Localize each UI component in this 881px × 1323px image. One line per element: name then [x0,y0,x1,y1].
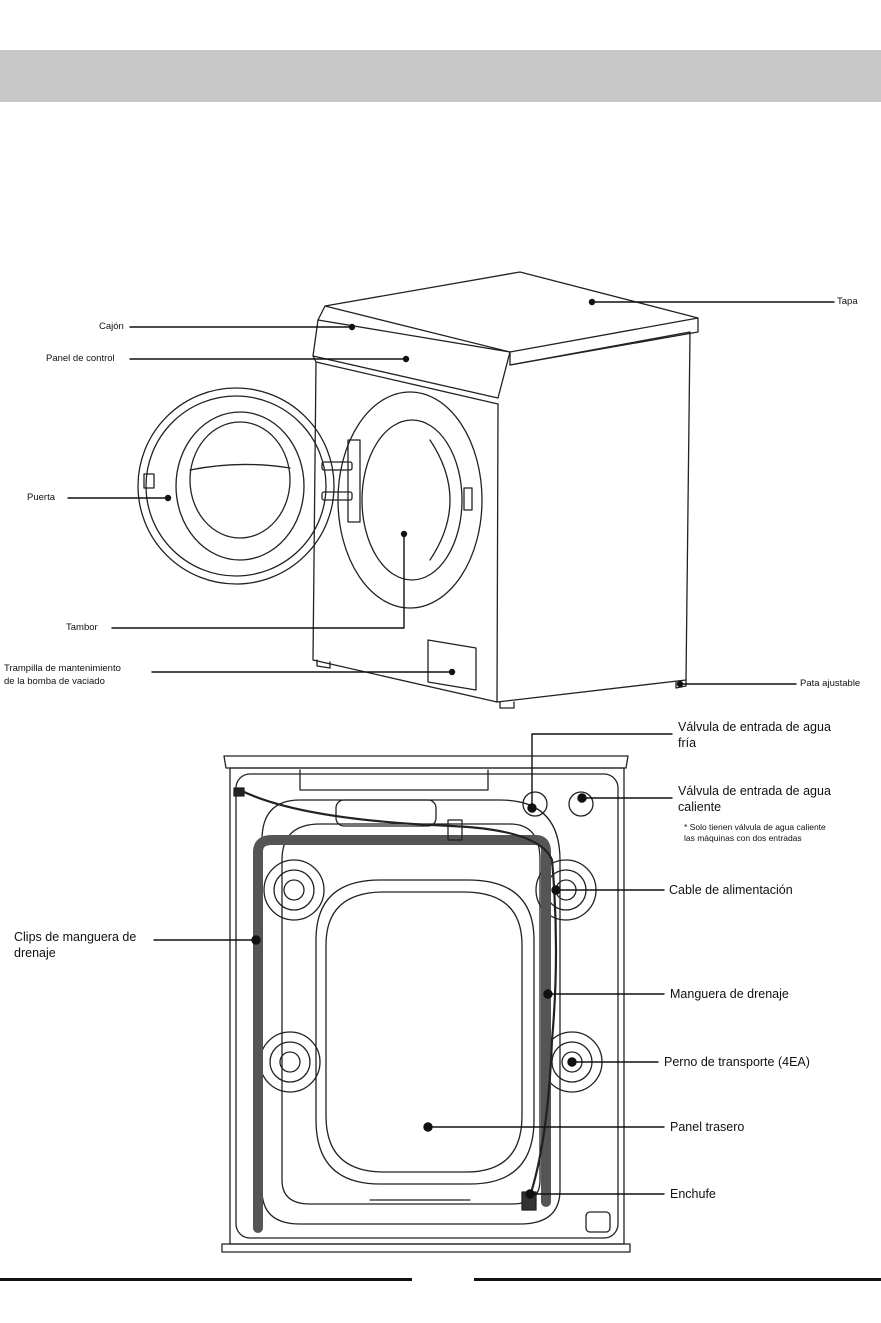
door-outer [137,387,335,585]
power-cord [238,788,558,1198]
label-cable: Cable de alimentación [669,883,793,897]
label-valvula-fria-1: Válvula de entrada de agua [678,720,831,734]
label-tambor: Tambor [66,622,98,633]
label-manguera: Manguera de drenaje [670,987,789,1001]
label-clips-1: Clips de manguera de [14,930,137,944]
foot-right [499,701,515,709]
front-face [312,361,499,703]
label-nota-2: las máquinas con dos entradas [684,833,802,843]
label-cajon: Cajón [99,321,124,332]
back-panel [315,879,535,1185]
label-valvula-caliente-2: caliente [678,800,722,814]
label-trampilla-2: de la bomba de vaciado [4,676,105,687]
leader-lines [67,298,835,1199]
rear-view [221,755,631,1253]
label-pata: Pata ajustable [800,678,861,689]
label-enchufe: Enchufe [670,1187,716,1201]
label-panel-trasero: Panel trasero [670,1120,745,1134]
drain-hose [253,835,551,1233]
label-panel-control: Panel de control [46,353,115,364]
control-panel [312,319,511,399]
hot-valve [568,791,594,817]
top-lid [324,271,699,353]
foot-left [316,659,331,669]
footer-line-left [0,1278,412,1281]
front-view [137,271,699,709]
cold-valve [522,791,548,817]
label-nota-1: * Solo tienen válvula de agua caliente [684,822,826,832]
label-clips-2: drenaje [14,946,56,960]
label-valvula-caliente-1: Válvula de entrada de agua [678,784,831,798]
label-trampilla-1: Trampilla de mantenimiento [4,663,121,674]
label-tapa: Tapa [837,296,858,307]
header-band [0,50,881,102]
side-face [496,331,691,703]
label-puerta: Puerta [27,492,55,503]
label-perno: Perno de transporte (4EA) [664,1055,810,1069]
label-valvula-fria-2: fría [678,736,697,750]
rear-top [223,755,629,769]
footer-line-right [474,1278,881,1281]
pump-door [427,639,477,691]
